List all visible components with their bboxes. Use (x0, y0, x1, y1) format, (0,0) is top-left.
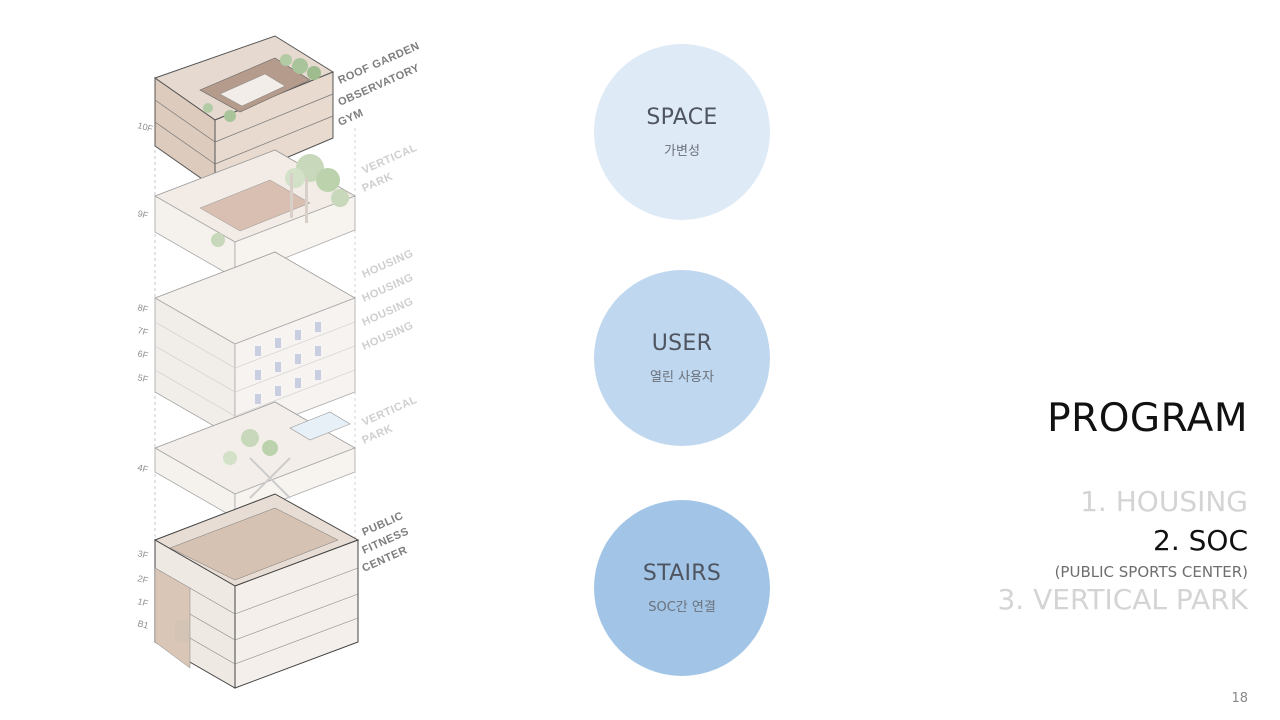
floor-label-8f: 8F (136, 302, 149, 315)
floor-label-1f: 1F (136, 596, 149, 609)
floor-label-2f: 2F (136, 573, 149, 586)
floor-label-b1: B1 (136, 618, 149, 631)
circle-subtitle: SOC간 연결 (648, 600, 716, 615)
circle-space: SPACE 가변성 (594, 44, 770, 220)
page-number: 18 (1231, 691, 1248, 706)
circle-subtitle: 가변성 (664, 144, 700, 159)
floor-label-4f: 4F (136, 462, 149, 475)
floor-label-9f: 9F (136, 208, 149, 221)
program-item-housing: 1. HOUSING (1080, 485, 1248, 518)
floor-label-5f: 5F (136, 372, 149, 385)
program-title: PROGRAM (1047, 396, 1248, 441)
block-housing (154, 251, 356, 439)
building-illustration: 10F 9F 8F 7F 6F 5F 4F 3F 2F 1F B1 ROOF G… (136, 35, 422, 689)
block-vertical-park-top (154, 149, 356, 279)
circle-stairs: STAIRS SOC간 연결 (594, 500, 770, 676)
circle-subtitle: 열린 사용자 (650, 370, 714, 385)
circle-user: USER 열린 사용자 (594, 270, 770, 446)
program-item-vertical-park: 3. VERTICAL PARK (997, 583, 1248, 616)
block-top-gym (153, 35, 335, 189)
circle-title: USER (651, 331, 713, 356)
floor-label-6f: 6F (136, 348, 149, 361)
floor-label-10f: 10F (136, 120, 154, 134)
program-item-soc: 2. SOC (1153, 524, 1248, 557)
block-public-fitness-center (153, 493, 360, 689)
label-gym: GYM (336, 107, 365, 129)
circle-title: STAIRS (642, 561, 722, 586)
exploded-axonometric-diagram: 10F 9F 8F 7F 6F 5F 4F 3F 2F 1F B1 ROOF G… (100, 28, 445, 698)
floor-label-7f: 7F (136, 325, 149, 338)
block-vertical-park-mid (154, 401, 356, 519)
circle-title: SPACE (646, 105, 718, 130)
program-item-soc-subtitle: (PUBLIC SPORTS CENTER) (1054, 563, 1248, 581)
floor-label-3f: 3F (136, 548, 149, 561)
